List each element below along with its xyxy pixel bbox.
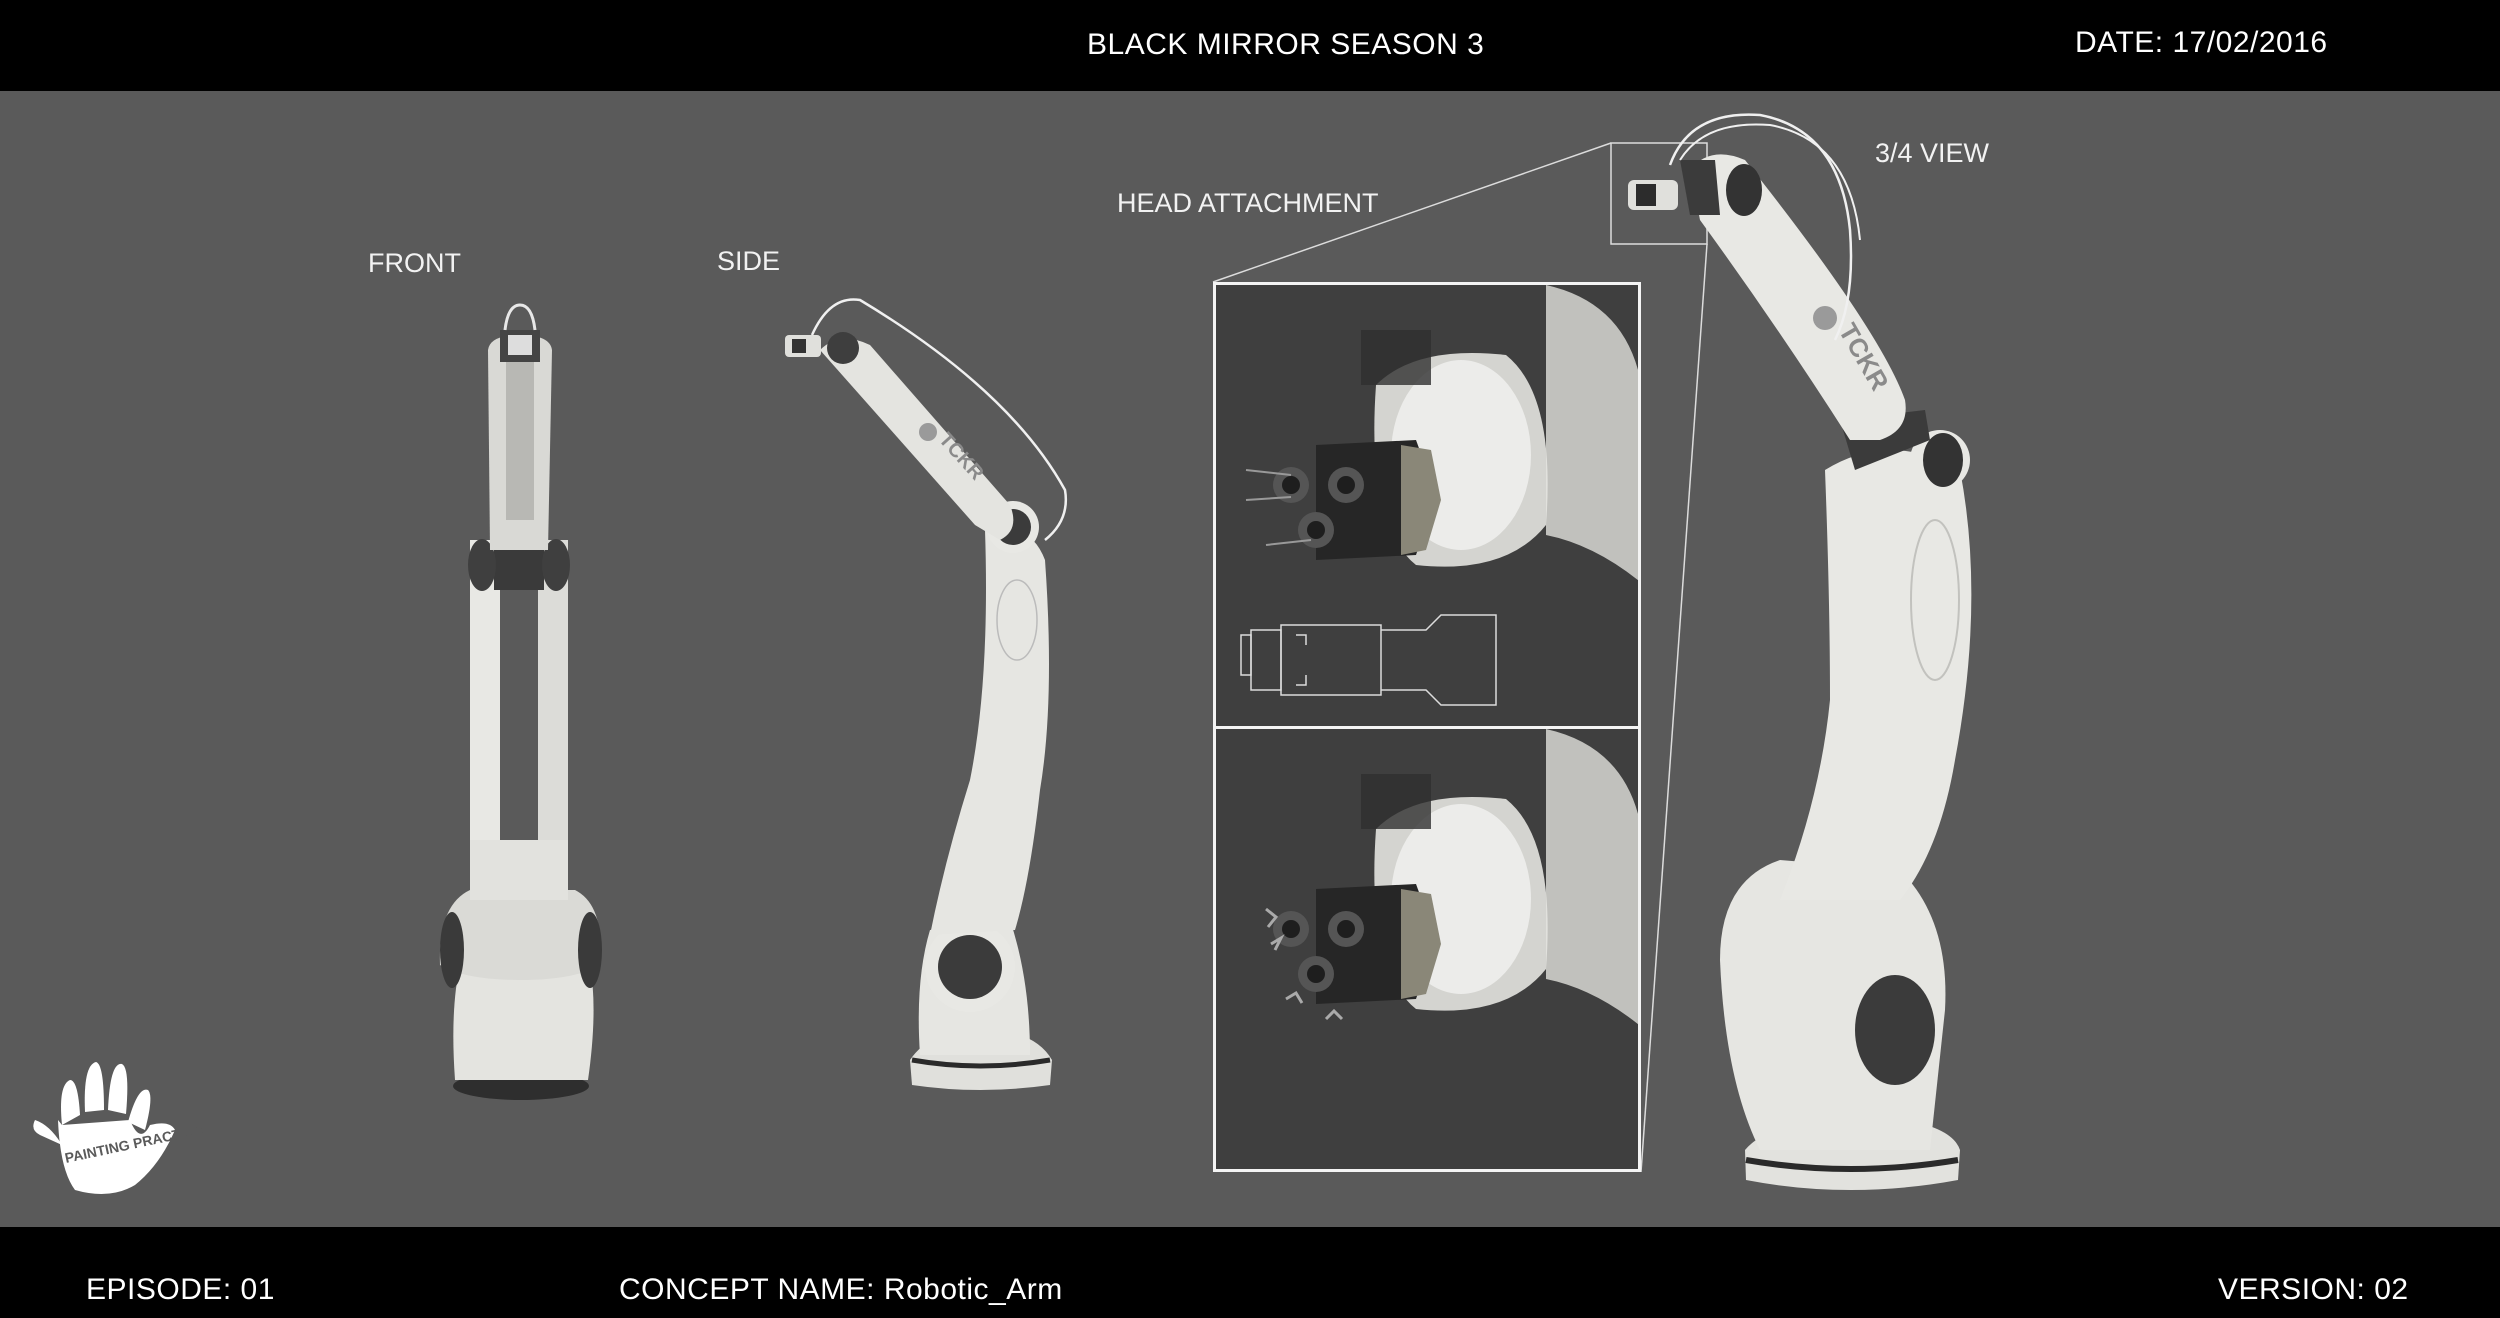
side-view-label: SIDE bbox=[717, 246, 781, 276]
concept-name-label: CONCEPT NAME: Robotic_Arm bbox=[619, 1273, 1063, 1306]
head-attachment-panel-a: A bbox=[1213, 282, 1641, 729]
front-view-label: FRONT bbox=[368, 248, 461, 278]
head-attachment-b-render bbox=[1216, 729, 1638, 1169]
head-attachment-label: HEAD ATTACHMENT bbox=[1117, 188, 1379, 218]
callout-line-right bbox=[1640, 243, 1708, 1173]
page-title: BLACK MIRROR SEASON 3 bbox=[1087, 28, 1485, 61]
head-attachment-panel-b: B bbox=[1213, 726, 1641, 1172]
header-bar: BLACK MIRROR SEASON 3 DATE: 17/02/2016 bbox=[0, 0, 2500, 91]
version-label: VERSION: 02 bbox=[2218, 1273, 2409, 1306]
callout-line-left bbox=[1212, 142, 1612, 283]
three-quarter-view-label: 3/4 VIEW bbox=[1875, 138, 1990, 168]
date-label: DATE: 17/02/2016 bbox=[2075, 26, 2328, 59]
episode-label: EPISODE: 01 bbox=[86, 1273, 275, 1306]
footer-bar: EPISODE: 01 CONCEPT NAME: Robotic_Arm VE… bbox=[0, 1227, 2500, 1318]
head-attachment-a-render bbox=[1216, 285, 1638, 726]
